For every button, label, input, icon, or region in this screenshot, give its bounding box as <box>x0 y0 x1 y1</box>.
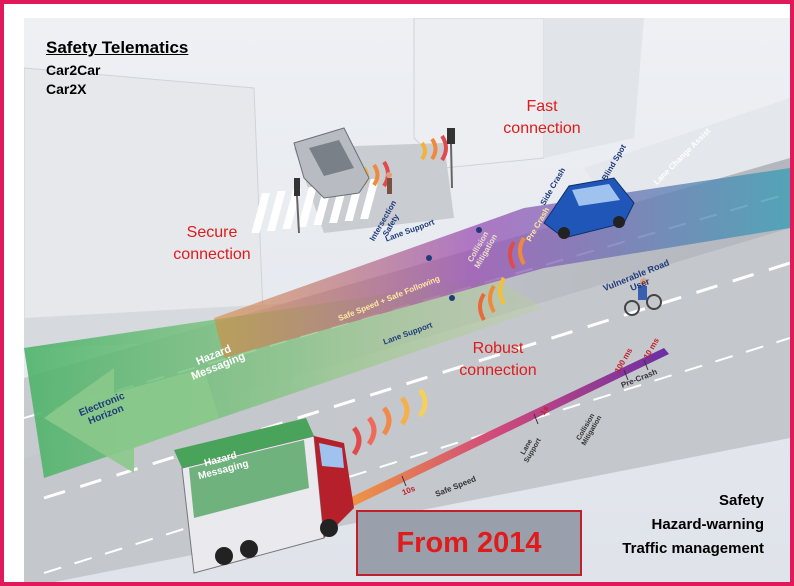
callout-fast-connection: Fast connection <box>482 96 602 140</box>
from-2014-badge: From 2014 <box>356 510 582 576</box>
silver-car <box>293 127 370 199</box>
callout-robust-line1: Robust <box>472 340 524 357</box>
callout-secure-line1: Secure <box>186 224 238 241</box>
truck <box>174 418 354 574</box>
heading-line-car2car: Car2Car <box>46 62 101 78</box>
blue-car <box>543 177 635 239</box>
legend-hazard-warning: Hazard-warning <box>651 516 764 533</box>
legend-safety: Safety <box>718 492 764 509</box>
heading-line-car2x: Car2X <box>46 81 87 97</box>
from-2014-label: From 2014 <box>396 526 542 559</box>
cyclist <box>624 278 662 316</box>
callout-fast-line1: Fast <box>526 98 558 115</box>
heading-title: Safety Telematics <box>46 38 189 57</box>
scene-illustration <box>24 18 790 582</box>
callout-secure-connection: Secure connection <box>152 222 272 266</box>
callout-secure-line2: connection <box>173 246 251 263</box>
callout-robust-connection: Robust connection <box>438 338 558 382</box>
callout-robust-line2: connection <box>459 362 537 379</box>
callout-fast-line2: connection <box>503 120 581 137</box>
legend-traffic-management: Traffic management <box>622 540 764 557</box>
traffic-scene <box>24 18 790 582</box>
